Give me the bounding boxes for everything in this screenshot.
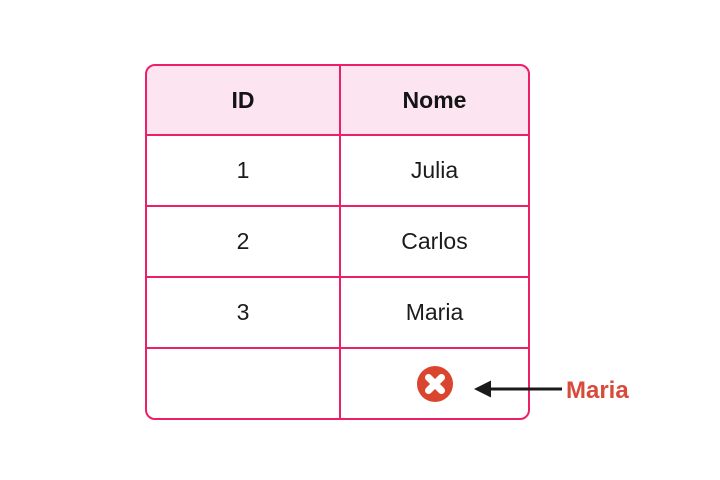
table-cell-id-empty [147, 349, 339, 418]
arrow-left-icon [474, 380, 562, 398]
x-circle-icon [416, 365, 453, 402]
table-cell-nome: Maria [341, 278, 528, 347]
table-cell-nome: Carlos [341, 207, 528, 276]
annotation-label: Maria [566, 377, 629, 404]
table-cell-deleted [341, 349, 528, 418]
column-header-nome: Nome [341, 66, 528, 134]
table-cell-id: 2 [147, 207, 339, 276]
column-header-id: ID [147, 66, 339, 134]
data-table: ID Nome 1 Julia 2 Carlos 3 Maria [145, 64, 530, 420]
table-cell-id: 1 [147, 136, 339, 205]
table-cell-nome: Julia [341, 136, 528, 205]
table-cell-id: 3 [147, 278, 339, 347]
